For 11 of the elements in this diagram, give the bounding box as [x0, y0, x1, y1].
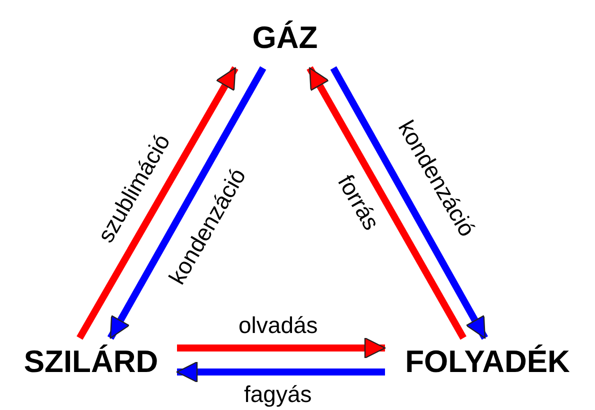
arrow — [107, 66, 266, 340]
arrow — [76, 66, 238, 340]
edge-label: fagyás — [242, 382, 314, 406]
arrow — [177, 337, 386, 359]
arrow — [330, 66, 488, 340]
state-label: FOLYADÉK — [405, 344, 570, 380]
state-label: GÁZ — [252, 20, 318, 56]
arrow — [306, 66, 466, 340]
edge-label: olvadás — [236, 314, 320, 336]
state-label: SZILÁRD — [24, 344, 158, 380]
arrow — [176, 361, 385, 383]
